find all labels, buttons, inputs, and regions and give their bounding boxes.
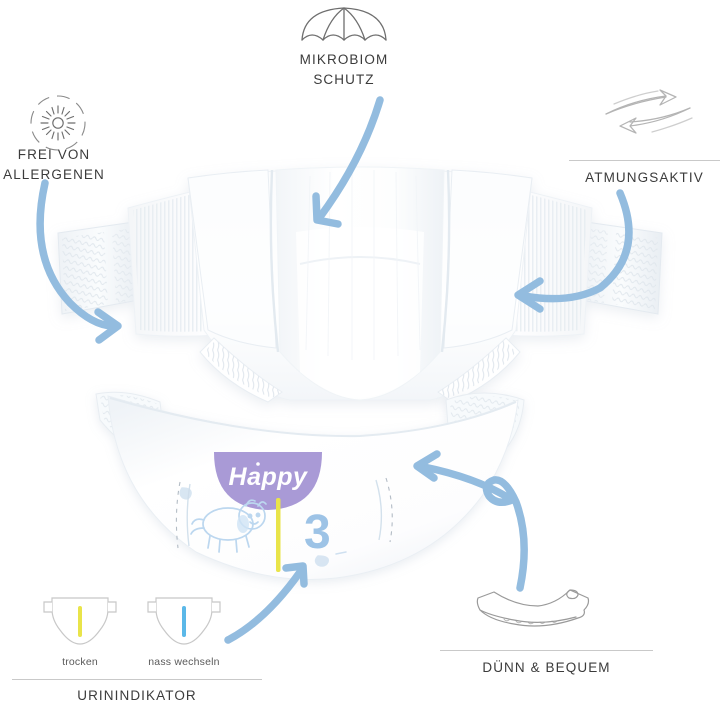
feature-label-microbiome: MIKROBIOM SCHUTZ bbox=[299, 52, 389, 87]
thin-diaper-profile-icon bbox=[476, 589, 590, 627]
divider-thin bbox=[440, 650, 653, 651]
feature-label-breathable: ATMUNGSAKTIV bbox=[585, 170, 704, 185]
airflow-arrows-icon bbox=[605, 89, 693, 134]
indicator-state-label-dry: trocken bbox=[62, 656, 98, 668]
brand-banner: Happy bbox=[214, 452, 322, 510]
umbrella-icon bbox=[301, 7, 387, 41]
wetness-indicator-wet-icon bbox=[147, 597, 221, 645]
feature-label-thin: DÜNN & BEQUEM bbox=[482, 660, 611, 675]
feature-label-allergen-free: FREI VON ALLERGENEN bbox=[3, 147, 105, 182]
diaper-back-panel bbox=[57, 166, 663, 403]
arrow-to-right-wing bbox=[514, 189, 633, 313]
wetness-indicator-stripe bbox=[276, 498, 281, 572]
mascot-illustration bbox=[190, 499, 267, 553]
divider-urine-indicator bbox=[12, 679, 262, 680]
leg-elastic-ruffles bbox=[199, 337, 521, 403]
diaper-front-panel: Happy 3 bbox=[95, 391, 525, 580]
divider-breathable bbox=[569, 160, 720, 161]
arrow-to-indicator-stripe bbox=[224, 562, 308, 644]
wetness-indicator-dry-icon bbox=[43, 597, 117, 645]
pollen-burst-dashed-circle-icon bbox=[30, 95, 86, 151]
feature-label-urine-indicator: URININDIKATOR bbox=[77, 688, 197, 703]
arrow-to-front-panel bbox=[413, 450, 528, 592]
arrow-to-left-wing bbox=[36, 179, 122, 344]
indicator-state-label-wet: nass wechseln bbox=[148, 656, 220, 668]
brand-wordmark: Happy bbox=[229, 463, 309, 491]
arrow-to-top-core bbox=[312, 96, 384, 228]
size-number: 3 bbox=[304, 506, 331, 559]
